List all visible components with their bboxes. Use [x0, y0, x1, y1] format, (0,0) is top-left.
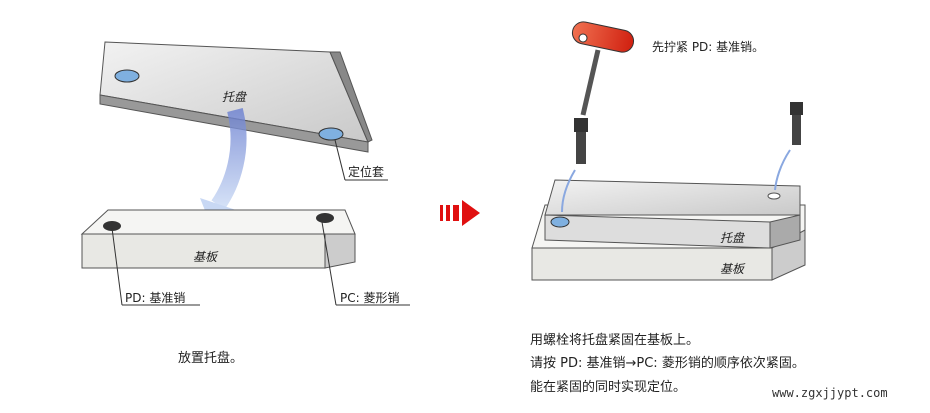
tray-label-right: 托盘	[720, 231, 745, 245]
next-step-arrow-icon	[440, 200, 480, 226]
watermark: www.zgxjjypt.com	[772, 386, 888, 400]
pd-pin-label: PD: 基准销	[125, 291, 186, 305]
bolt-icon	[574, 118, 588, 164]
wrench-note: 先拧紧 PD: 基准销。	[652, 40, 765, 54]
instruction-line-2: 请按 PD: 基准销→PC: 菱形销的顺序依次紧固。	[530, 356, 805, 371]
insert-arrow-icon	[774, 149, 791, 191]
down-arrow-icon	[211, 108, 247, 210]
tray-plate-right	[544, 179, 801, 249]
bushing-label: 定位套	[348, 165, 385, 179]
tray-label: 托盘	[222, 90, 247, 104]
hex-wrench-icon	[571, 21, 635, 116]
base-plate	[80, 209, 356, 269]
pd-pin-icon	[103, 221, 121, 231]
insert-arrow-icon	[561, 169, 576, 213]
left-caption: 放置托盘。	[178, 351, 244, 366]
bushing-icon	[114, 69, 140, 83]
pc-pin-label: PC: 菱形销	[340, 291, 400, 305]
pc-pin-icon	[316, 213, 334, 223]
base-label-right: 基板	[720, 262, 745, 276]
bushing-icon	[318, 127, 344, 141]
instruction-line-3: 能在紧固的同时实现定位。	[530, 380, 687, 395]
base-label: 基板	[193, 250, 218, 264]
instruction-line-1: 用螺栓将托盘紧固在基板上。	[530, 333, 700, 348]
bolt-icon	[790, 102, 803, 145]
